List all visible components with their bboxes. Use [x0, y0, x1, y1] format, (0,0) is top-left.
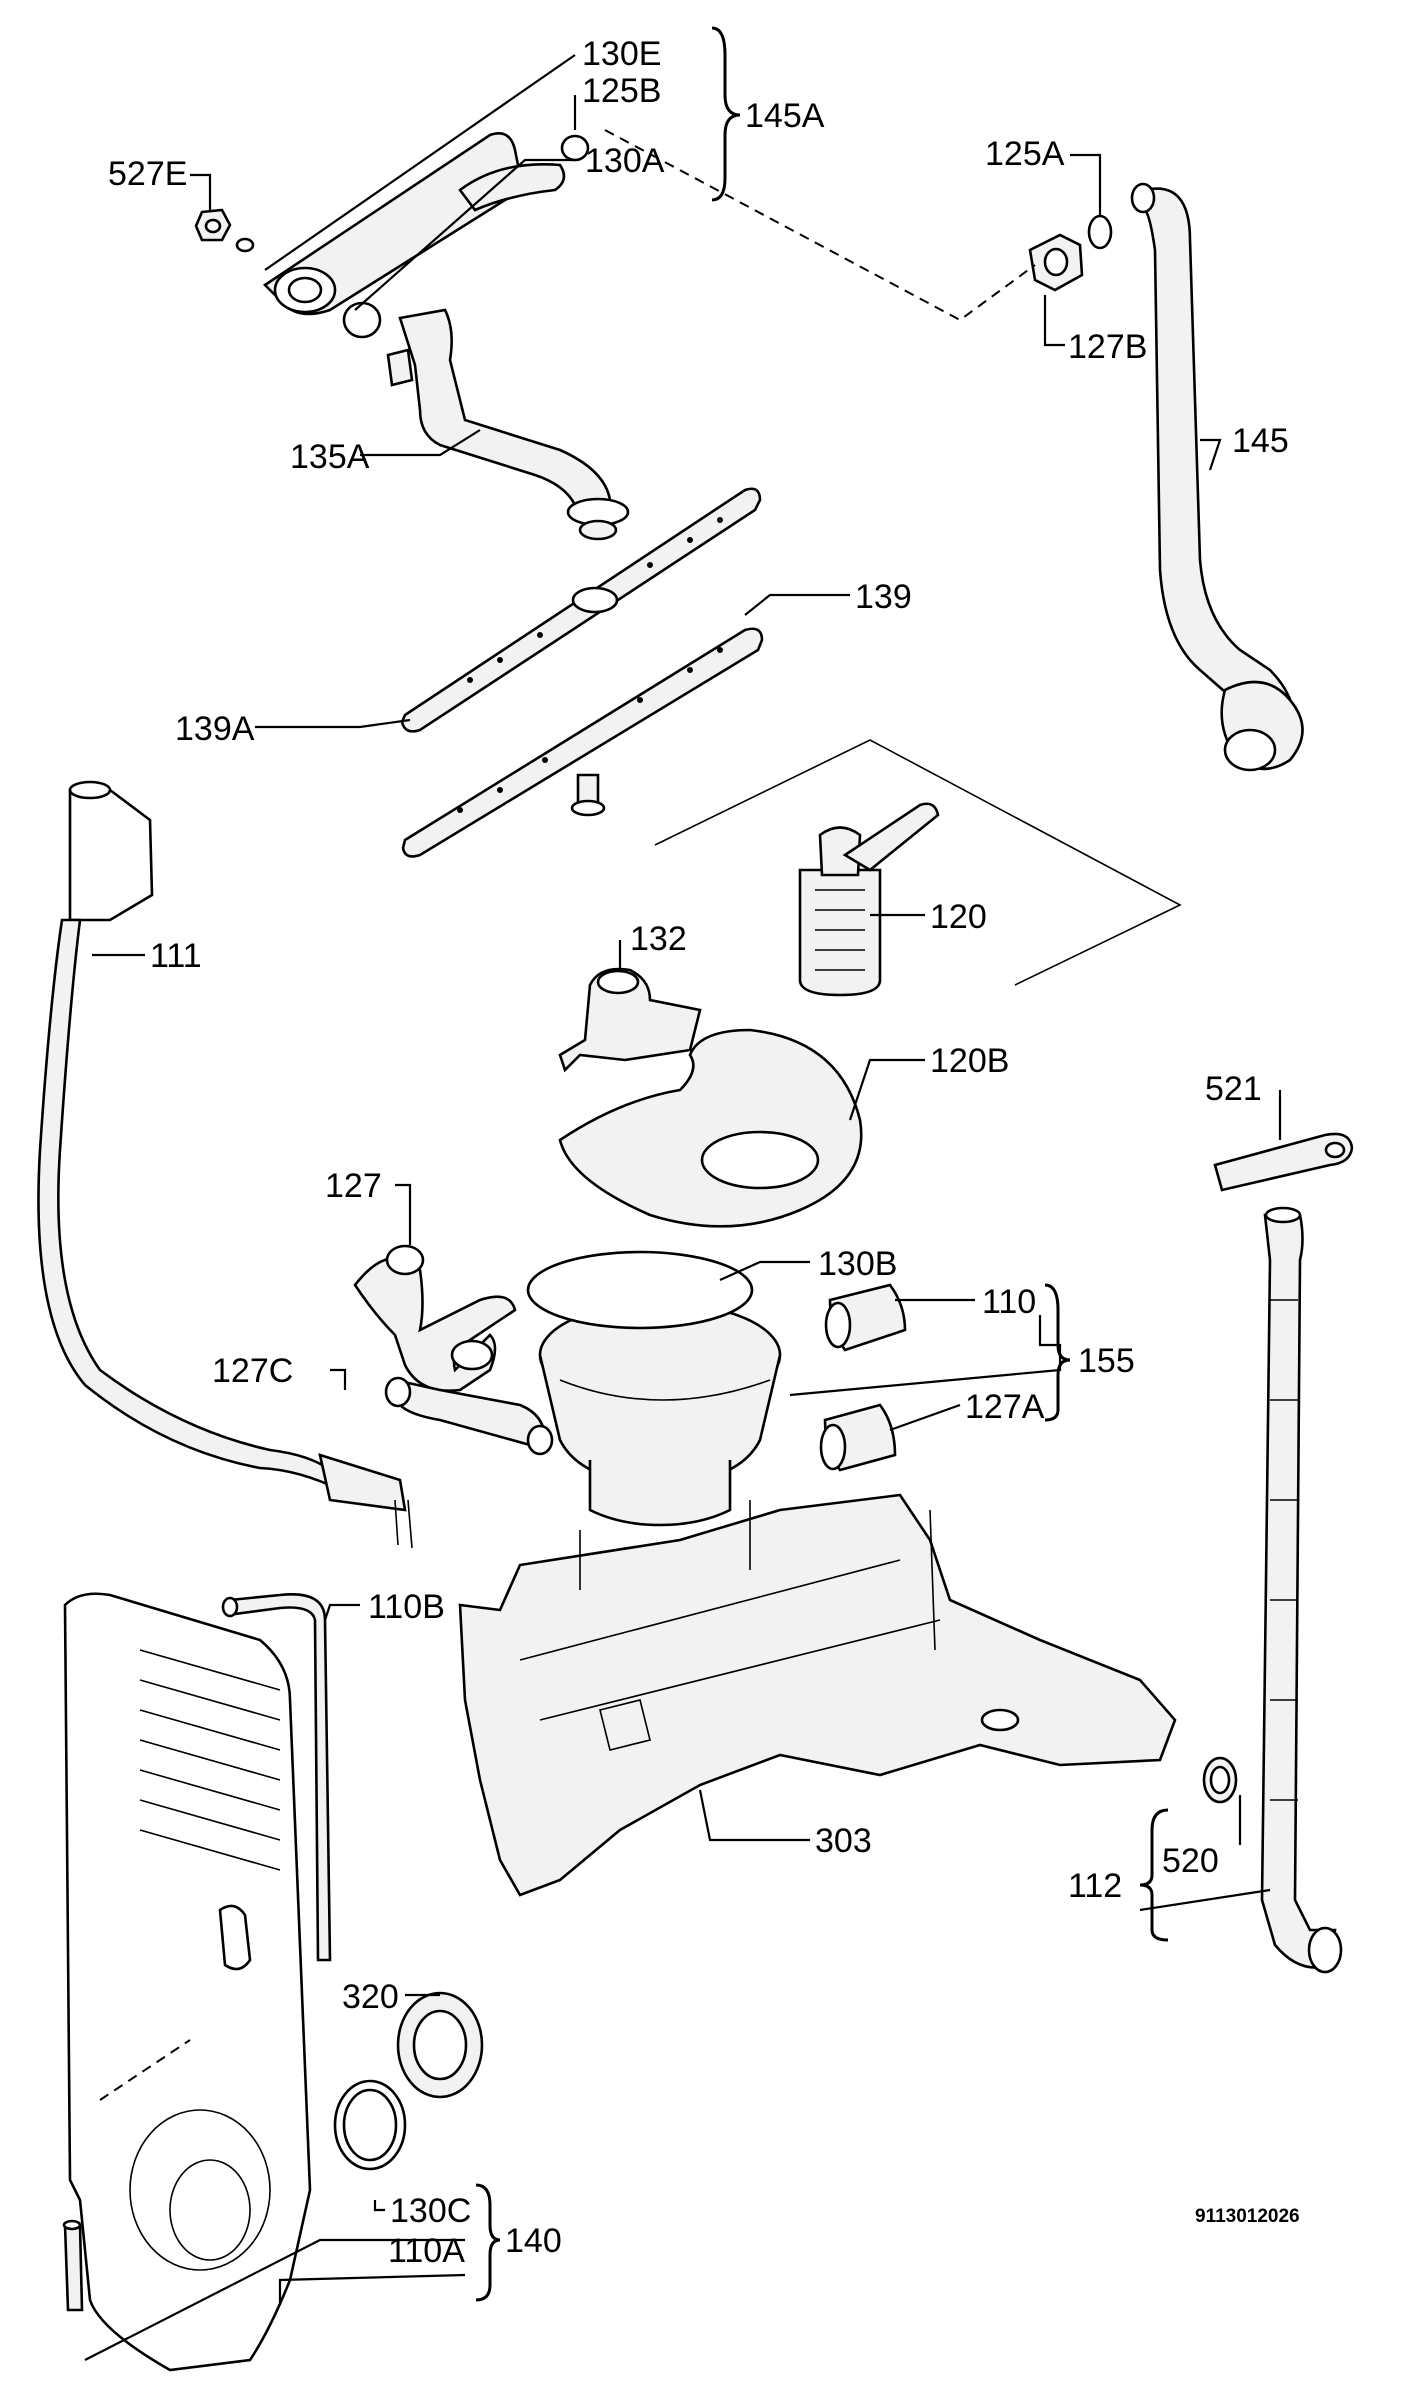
clamp-521 — [1213, 1132, 1354, 1192]
label-135A: 135A — [290, 438, 370, 476]
tube-110A — [62, 2219, 84, 2312]
label-139A: 139A — [175, 710, 255, 748]
hose-127 — [353, 1244, 517, 1392]
gasket-120B — [558, 1028, 863, 1228]
nut-127B — [1028, 233, 1084, 292]
inlet-hose-111 — [37, 780, 413, 1549]
filter-box-outline — [654, 739, 1182, 986]
nut-527E — [194, 208, 232, 242]
label-132: 132 — [630, 920, 687, 958]
label-125B: 125B — [582, 72, 661, 110]
o-ring-130B — [526, 1250, 754, 1330]
label-130A: 130A — [585, 142, 665, 180]
label-140: 140 — [505, 2222, 562, 2260]
label-130B: 130B — [818, 1245, 897, 1283]
label-110B: 110B — [368, 1588, 445, 1626]
label-120: 120 — [930, 898, 987, 936]
label-155: 155 — [1078, 1342, 1135, 1380]
hose-145 — [1130, 182, 1304, 772]
base-plate-303 — [458, 1493, 1177, 1897]
label-111: 111 — [150, 937, 202, 975]
seal-320 — [396, 1991, 484, 2099]
label-120B: 120B — [930, 1042, 1009, 1080]
label-130E: 130E — [582, 35, 661, 73]
label-320: 320 — [342, 1978, 399, 2016]
clamp-520 — [1202, 1756, 1238, 1804]
sump-155 — [538, 1301, 782, 1527]
label-521: 521 — [1205, 1070, 1262, 1108]
label-145A: 145A — [745, 97, 825, 135]
label-127C: 127C — [212, 1352, 293, 1390]
o-ring-130C — [333, 2079, 407, 2171]
label-110: 110 — [982, 1283, 1036, 1321]
side-panel-140 — [63, 1592, 312, 2372]
lower-spray-arm-139 — [401, 627, 764, 858]
o-ring-130A — [342, 301, 382, 339]
o-ring-130E — [235, 237, 255, 253]
label-127A: 127A — [965, 1388, 1045, 1426]
label-125A: 125A — [985, 135, 1065, 173]
document-number: 9113012026 — [1195, 2206, 1300, 2227]
upper-spray-arm-tube — [262, 132, 566, 316]
label-303: 303 — [815, 1822, 872, 1860]
label-527E: 527E — [108, 155, 187, 193]
sleeve-127A — [819, 1403, 897, 1472]
part-132 — [558, 967, 702, 1073]
o-ring-125A — [1087, 214, 1113, 250]
label-127B: 127B — [1068, 328, 1147, 366]
label-112: 112 — [1068, 1867, 1122, 1905]
spray-arm-139A — [400, 487, 762, 733]
label-130C: 130C — [390, 2192, 471, 2230]
tube-110B — [221, 1593, 332, 1962]
leader-lines — [84, 54, 1282, 2361]
filter-120 — [798, 802, 940, 997]
drain-hose-112 — [1260, 1206, 1343, 1974]
upper-water-pipe-135A — [386, 308, 630, 541]
group-braces — [475, 26, 1169, 2302]
label-520: 520 — [1162, 1842, 1219, 1880]
label-127: 127 — [325, 1167, 382, 1205]
part-labels: 130E 125B 145A 130A 527E 125A 127B 145 1… — [108, 35, 1300, 2270]
hose-127C — [384, 1376, 554, 1456]
label-139: 139 — [855, 578, 912, 616]
label-110A: 110A — [388, 2232, 465, 2270]
sleeve-110 — [824, 1283, 907, 1352]
label-145: 145 — [1232, 422, 1289, 460]
